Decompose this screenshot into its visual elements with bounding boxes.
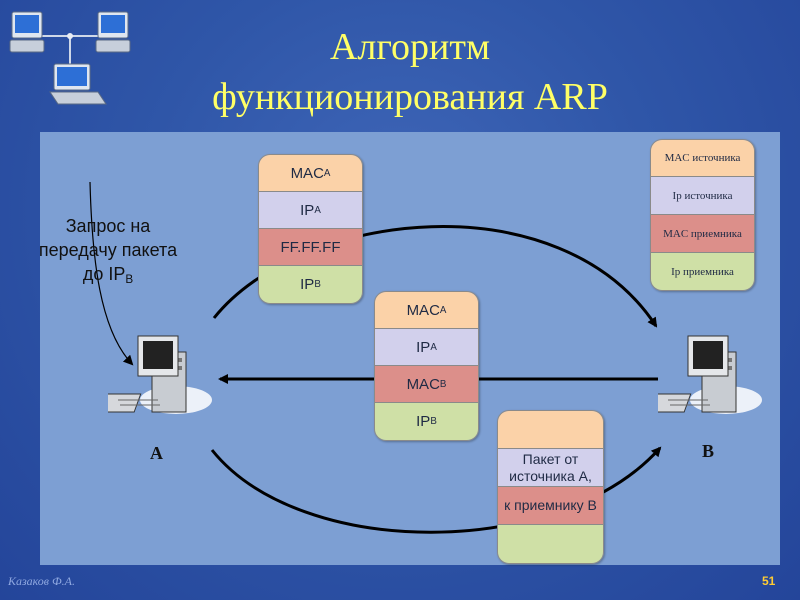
request-label: Запрос на передачу пакета до IPB <box>28 214 188 292</box>
request-label-sub: B <box>125 272 134 286</box>
packet-field <box>498 411 603 449</box>
node-a-label: A <box>150 443 163 463</box>
legend-field: MAC источника <box>651 140 754 177</box>
request-label-text: Запрос на передачу пакета до IP <box>38 216 178 284</box>
slide-title: Алгоритм функционирования ARP <box>150 22 670 122</box>
legend-packet: MAC источника Ip источника MAC приемника… <box>650 139 755 291</box>
network-logo-icon <box>9 11 131 105</box>
legend-field: Ip источника <box>651 177 754 215</box>
slide-title-line-1: Алгоритм <box>329 26 491 68</box>
footer-author: Казаков Ф.А. <box>8 574 75 588</box>
data-packet: Пакет от источника А, к приемнику В <box>497 410 604 564</box>
slide-title-line-2: функционирования ARP <box>212 76 608 118</box>
packet-field: FF.FF.FF <box>259 229 362 266</box>
legend-field: Ip приемника <box>651 253 754 290</box>
packet-field <box>498 525 603 563</box>
computer-b-icon <box>658 335 762 414</box>
page-number: 51 <box>762 574 776 588</box>
computer-a-icon <box>108 335 212 414</box>
legend-field: MAC приемника <box>651 215 754 253</box>
node-b-label: B <box>702 441 715 461</box>
data-arrow <box>210 446 662 534</box>
packet-field: Пакет от источника А, <box>498 449 603 487</box>
request-arrow <box>89 181 134 366</box>
packet-field: к приемнику В <box>498 487 603 525</box>
